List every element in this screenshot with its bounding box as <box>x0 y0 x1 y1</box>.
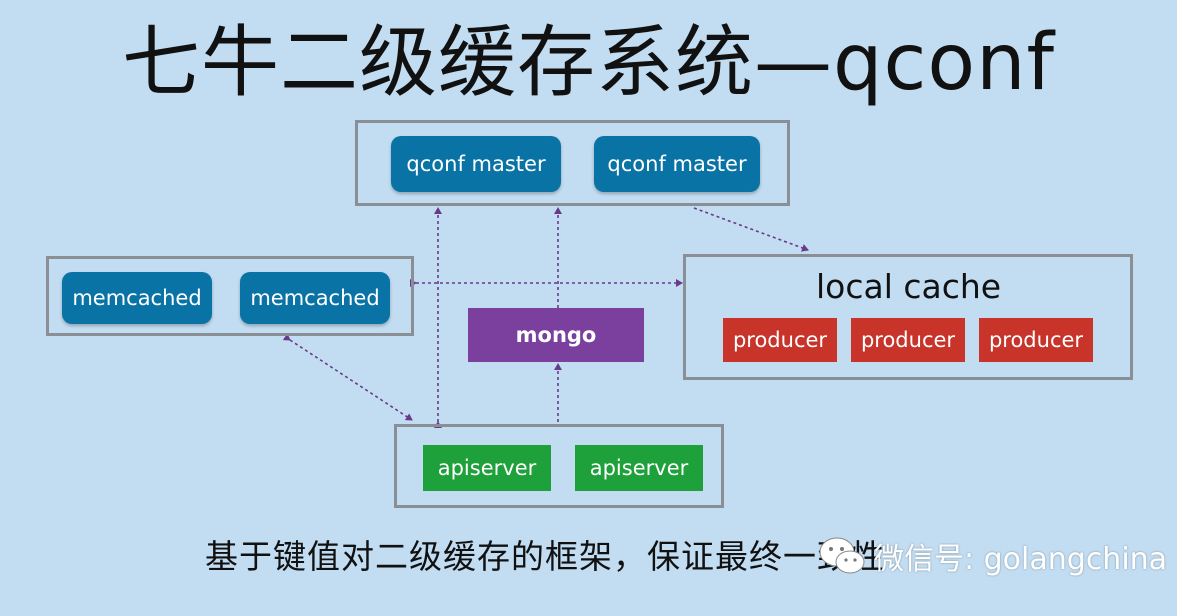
memcached-group: memcached memcached <box>46 256 414 336</box>
watermark: 微信号: golangchina <box>818 534 1167 578</box>
apiserver-node[interactable]: apiserver <box>575 445 703 491</box>
wechat-icon <box>819 537 865 574</box>
producer-node[interactable]: producer <box>979 318 1093 362</box>
local-cache-title: local cache <box>816 267 1002 306</box>
memcached-node[interactable]: memcached <box>240 272 390 324</box>
local-cache-group: local cache producer producer producer <box>683 254 1133 380</box>
memcached-node[interactable]: memcached <box>62 272 212 324</box>
arrow-memcached-to-api <box>282 333 413 421</box>
watermark-text: 微信号: golangchina <box>874 542 1168 577</box>
qconf-master-node[interactable]: qconf master <box>391 136 561 192</box>
mongo-node[interactable]: mongo <box>468 308 644 362</box>
page-title: 七牛二级缓存系统—qconf <box>121 18 1055 108</box>
apiserver-group: apiserver apiserver <box>394 424 724 508</box>
master-group: qconf master qconf master <box>355 120 790 206</box>
arrow-master-to-localcache <box>693 207 809 252</box>
caption-text: 基于键值对二级缓存的框架，保证最终一致性 <box>205 537 885 576</box>
qconf-master-node[interactable]: qconf master <box>594 136 760 192</box>
producer-node[interactable]: producer <box>851 318 965 362</box>
producer-node[interactable]: producer <box>723 318 837 362</box>
apiserver-node[interactable]: apiserver <box>423 445 551 491</box>
